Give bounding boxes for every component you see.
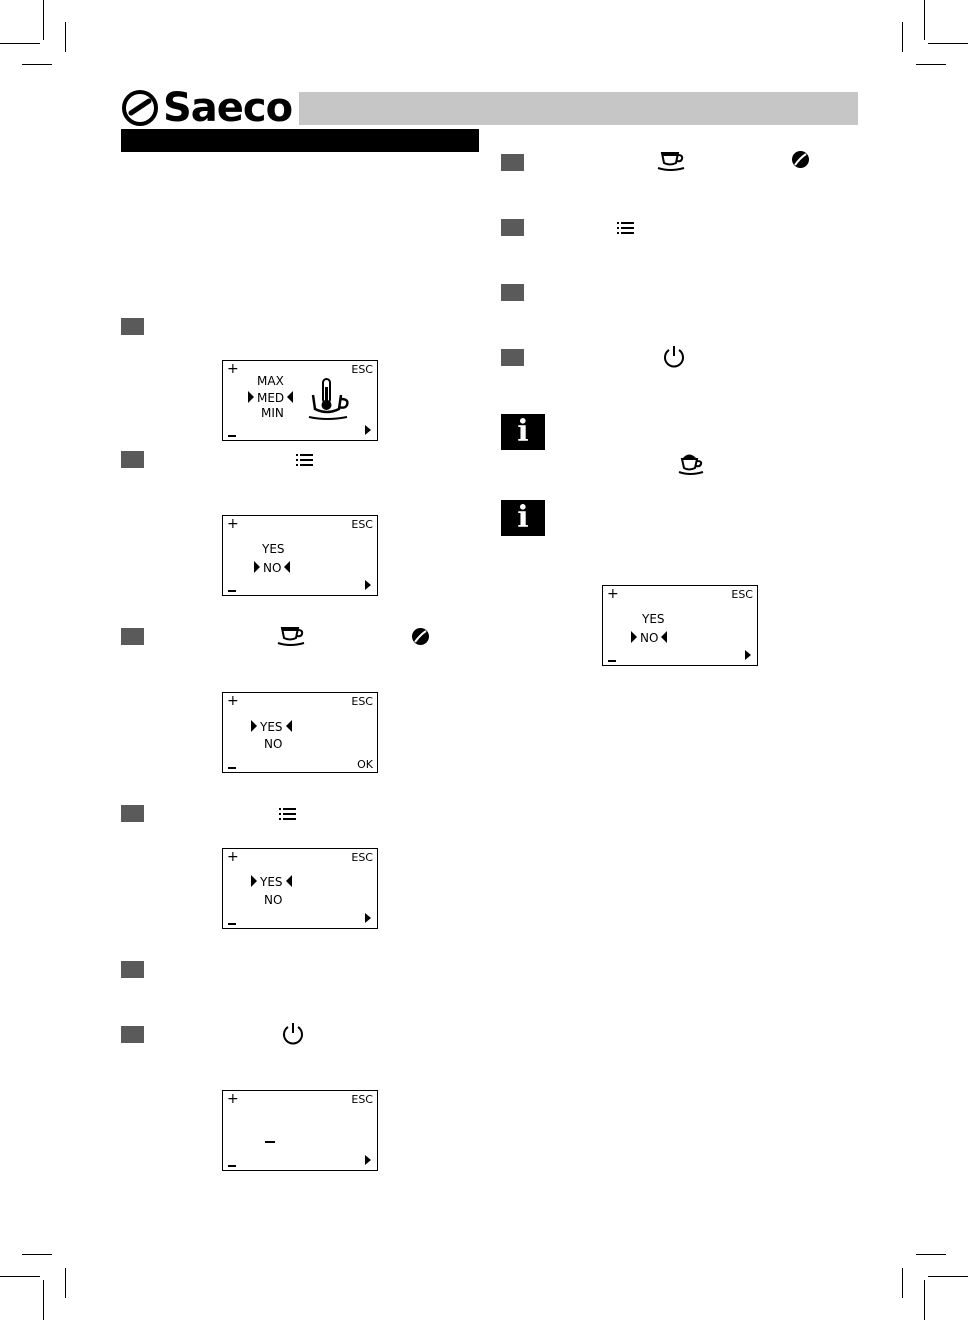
brand-name: Saeco xyxy=(163,85,293,131)
lcd-option-no-selected: NO xyxy=(631,631,667,645)
lcd-screen-yes-no-2: + ESC YES NO xyxy=(222,515,378,596)
lcd-esc: ESC xyxy=(731,588,753,601)
lcd-plus: + xyxy=(227,849,239,865)
menu-list-icon xyxy=(617,222,634,234)
lcd-minus xyxy=(608,660,616,662)
crop-mark xyxy=(65,1268,66,1298)
section-title-bar xyxy=(121,129,479,152)
header-bar xyxy=(299,92,858,125)
lcd-arrow-right xyxy=(745,650,751,660)
thermometer-cup-icon xyxy=(308,378,349,420)
step-marker-6 xyxy=(121,1026,144,1043)
lcd-minus xyxy=(228,435,236,437)
menu-list-icon xyxy=(279,808,296,820)
step-marker-r1 xyxy=(501,154,524,171)
lcd-screen-yes-no-4: + ESC YES NO xyxy=(222,848,378,929)
coffee-bean-icon xyxy=(792,151,809,168)
info-icon: i xyxy=(501,500,545,536)
crop-mark xyxy=(22,1254,52,1255)
step-marker-r2 xyxy=(501,219,524,236)
espresso-cup-icon xyxy=(277,627,305,646)
crop-mark xyxy=(916,1254,946,1255)
lcd-plus: + xyxy=(227,1091,239,1107)
crop-mark xyxy=(902,22,903,52)
menu-list-icon xyxy=(296,454,313,466)
step-marker-r3 xyxy=(501,284,524,301)
crop-mark xyxy=(928,1276,968,1277)
lcd-esc: ESC xyxy=(351,363,373,376)
lcd-esc: ESC xyxy=(351,1093,373,1106)
lcd-option-no: NO xyxy=(264,893,283,907)
lcd-option-yes: YES xyxy=(642,612,665,626)
crop-mark xyxy=(928,43,968,44)
step-marker-1 xyxy=(121,318,144,335)
crop-mark xyxy=(0,43,40,44)
lcd-option-no: NO xyxy=(264,737,283,751)
lcd-plus: + xyxy=(607,586,619,602)
crop-mark xyxy=(924,0,925,40)
power-icon xyxy=(283,1023,303,1045)
crop-mark xyxy=(65,22,66,52)
lcd-esc: ESC xyxy=(351,695,373,708)
lcd-cursor xyxy=(265,1141,275,1143)
crop-mark xyxy=(0,1276,40,1277)
coffee-bean-icon xyxy=(412,628,429,645)
lcd-option-yes: YES xyxy=(262,542,285,556)
step-marker-r4 xyxy=(501,349,524,366)
saeco-logo: Saeco xyxy=(121,85,293,131)
step-marker-4 xyxy=(121,805,144,822)
crop-mark xyxy=(902,1268,903,1298)
crop-mark xyxy=(916,64,946,65)
crop-mark xyxy=(43,0,44,40)
lcd-minus xyxy=(228,767,236,769)
lcd-option-yes-selected: YES xyxy=(251,875,292,889)
lcd-arrow-right xyxy=(365,580,371,590)
lcd-screen-yes-no-right: + ESC YES NO xyxy=(602,585,758,666)
espresso-cup-icon xyxy=(657,152,685,171)
lcd-screen-temperature: + ESC MAX MED MIN xyxy=(222,360,378,441)
step-marker-3 xyxy=(121,628,144,645)
cappuccino-cup-icon xyxy=(678,454,704,475)
lcd-arrow-right xyxy=(365,913,371,923)
power-icon xyxy=(664,346,684,368)
info-icon: i xyxy=(501,414,545,450)
lcd-plus: + xyxy=(227,361,239,377)
lcd-arrow-right xyxy=(365,425,371,435)
lcd-screen-yes-no-ok: + ESC YES NO OK xyxy=(222,692,378,773)
lcd-ok: OK xyxy=(357,758,373,771)
lcd-plus: + xyxy=(227,693,239,709)
lcd-option-max: MAX xyxy=(257,374,284,388)
lcd-option-no-selected: NO xyxy=(254,561,290,575)
lcd-arrow-right xyxy=(365,1155,371,1165)
saeco-logo-icon xyxy=(122,90,158,126)
lcd-minus xyxy=(228,923,236,925)
lcd-esc: ESC xyxy=(351,518,373,531)
lcd-option-min: MIN xyxy=(261,406,284,420)
lcd-minus xyxy=(228,590,236,592)
lcd-option-yes-selected: YES xyxy=(251,720,292,734)
crop-mark xyxy=(924,1280,925,1320)
lcd-minus xyxy=(228,1165,236,1167)
lcd-option-med-selected: MED xyxy=(248,391,293,405)
lcd-plus: + xyxy=(227,516,239,532)
step-marker-5 xyxy=(121,961,144,978)
lcd-esc: ESC xyxy=(351,851,373,864)
step-marker-2 xyxy=(121,451,144,468)
lcd-screen-cursor: + ESC xyxy=(222,1090,378,1171)
crop-mark xyxy=(22,64,52,65)
crop-mark xyxy=(43,1280,44,1320)
